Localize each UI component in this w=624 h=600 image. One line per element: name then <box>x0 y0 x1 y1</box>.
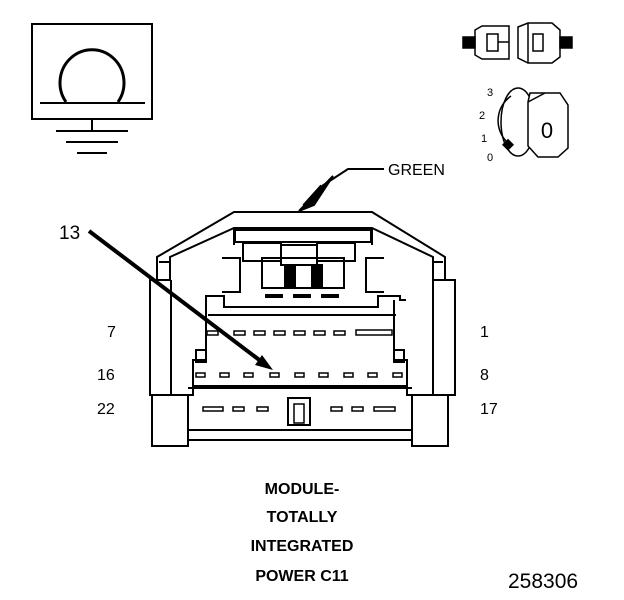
pin-label-7: 7 <box>107 324 116 341</box>
key-position-0: 0 <box>487 152 493 164</box>
pin-label-1: 1 <box>480 324 489 341</box>
pin-label-16: 16 <box>97 367 115 384</box>
key-position-1: 1 <box>481 133 487 145</box>
caption-line-4: POWER C11 <box>255 568 348 585</box>
diagram-caption: MODULE- TOTALLY INTEGRATED POWER C11 <box>251 481 354 585</box>
figure-number: 258306 <box>508 570 578 593</box>
key-position-labels: 3 2 1 0 <box>479 87 493 164</box>
connector-housing <box>149 211 456 447</box>
key-switch-label: 0 <box>541 118 553 143</box>
ohmmeter-ground-icon <box>31 23 153 154</box>
key-position-2: 2 <box>479 110 485 122</box>
terminal-cavities <box>195 329 403 426</box>
key-position-3: 3 <box>487 87 493 99</box>
caption-line-2: TOTALLY <box>267 509 338 526</box>
pin-label-17: 17 <box>480 401 498 418</box>
connector-plug-icon <box>462 22 573 64</box>
pin-label-22: 22 <box>97 401 115 418</box>
color-callout-label: GREEN <box>388 162 445 179</box>
caption-line-3: INTEGRATED <box>251 538 354 555</box>
ignition-key-icon: 0 <box>497 87 569 158</box>
color-callout: GREEN <box>298 162 445 212</box>
caption-line-1: MODULE- <box>265 481 340 498</box>
pin-13-pointer: 13 <box>59 223 273 370</box>
pin-label-8: 8 <box>480 367 489 384</box>
pin-13-label: 13 <box>59 223 80 244</box>
